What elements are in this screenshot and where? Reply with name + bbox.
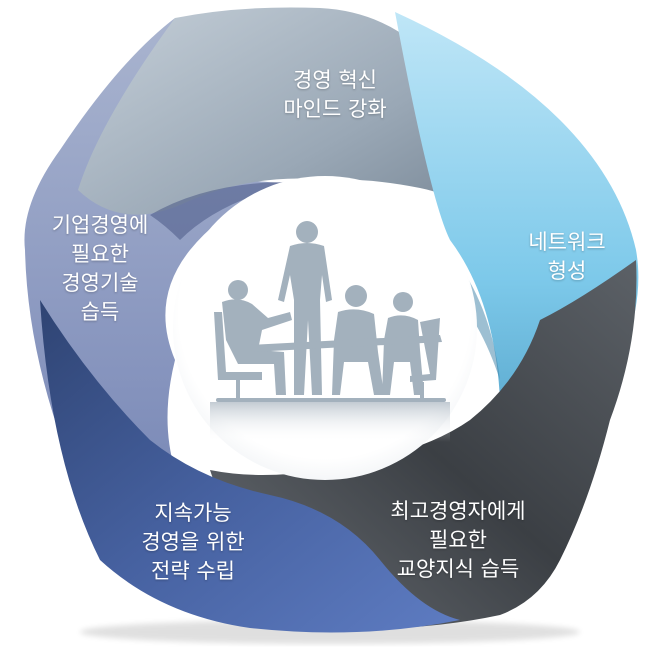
label-line: 최고경영자에게 <box>390 499 526 523</box>
label-left: 기업경영에 필요한 경영기술 습득 <box>52 211 149 327</box>
floor-reflection <box>210 402 450 442</box>
label-line: 경영을 위한 <box>141 530 245 554</box>
label-bottom-right: 최고경영자에게 필요한 교양지식 습득 <box>390 497 525 584</box>
label-line: 전략 수립 <box>151 559 235 583</box>
label-line: 교양지식 습득 <box>396 557 520 581</box>
swirl-accent <box>150 181 300 240</box>
label-line: 습득 <box>80 300 120 324</box>
label-line: 필요한 <box>429 528 487 552</box>
business-meeting-silhouette <box>214 221 446 402</box>
label-line: 형성 <box>547 259 587 283</box>
segment-bottom-left <box>40 300 460 633</box>
label-line: 필요한 <box>71 242 129 266</box>
label-line: 경영 혁신 <box>293 68 377 92</box>
label-line: 마인드 강화 <box>283 97 387 121</box>
label-top: 경영 혁신 마인드 강화 <box>283 66 386 124</box>
label-right: 네트워크 형성 <box>528 228 605 286</box>
label-bottom-left: 지속가능 경영을 위한 전략 수립 <box>141 499 244 586</box>
label-line: 지속가능 <box>154 501 232 525</box>
label-line: 기업경영에 <box>51 213 149 237</box>
label-line: 경영기술 <box>61 271 139 295</box>
label-line: 네트워크 <box>528 230 606 254</box>
